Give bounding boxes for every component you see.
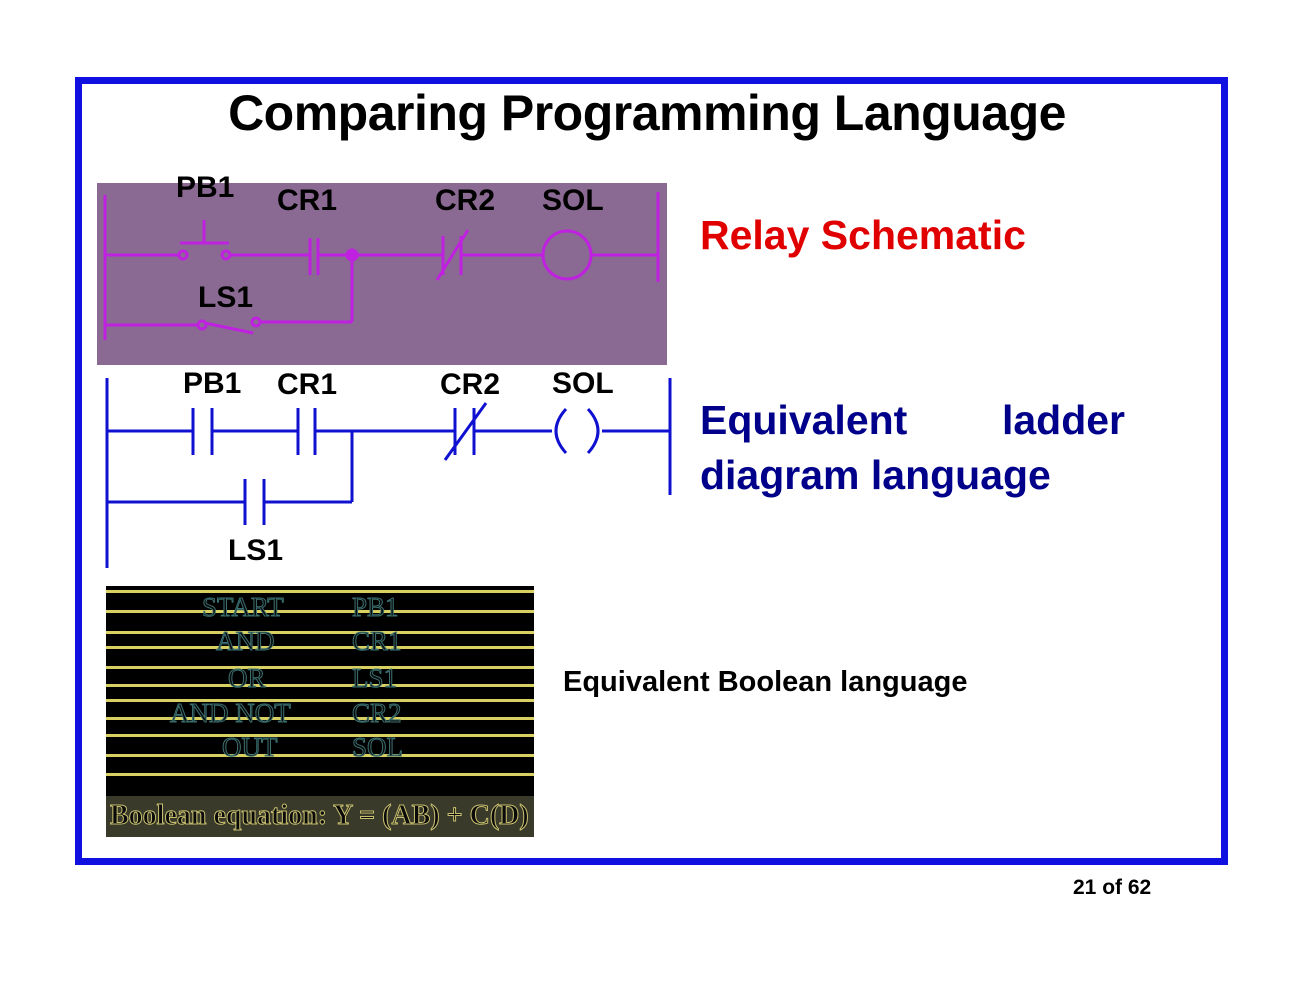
slide-frame xyxy=(75,77,1228,865)
relay-label-ls1: LS1 xyxy=(198,281,254,314)
boolean-arg: CR1 xyxy=(352,626,403,657)
boolean-op: AND NOT xyxy=(170,698,292,729)
ladder-caption-word-equivalent: Equivalent xyxy=(700,397,908,443)
page-number: 21 of 62 xyxy=(1073,876,1152,899)
ladder-caption-word-ladder: ladder xyxy=(1001,397,1125,443)
boolean-equation: Boolean equation: Y = (AB) + C(D) xyxy=(110,800,530,832)
boolean-row: AND NOT CR2 xyxy=(106,698,534,729)
ladder-label-cr1: CR1 xyxy=(277,368,338,401)
ladder-diagram-caption-line1: Equivalent ladder xyxy=(700,397,1125,444)
relay-label-sol: SOL xyxy=(542,184,604,217)
boolean-program-panel: START PB1 AND CR1 OR LS1 AND NOT CR2 OUT… xyxy=(106,586,534,837)
boolean-arg: SOL xyxy=(351,732,404,763)
boolean-equation-bar: Boolean equation: Y = (AB) + C(D) xyxy=(106,796,534,837)
boolean-op: START xyxy=(202,592,285,623)
ladder-label-ls1: LS1 xyxy=(228,534,284,567)
relay-label-cr1: CR1 xyxy=(277,184,338,217)
boolean-row: START PB1 xyxy=(106,592,534,623)
boolean-op: AND xyxy=(216,626,275,657)
ladder-label-sol: SOL xyxy=(552,367,614,400)
ladder-label-cr2: CR2 xyxy=(440,368,501,401)
boolean-arg: CR2 xyxy=(352,698,403,729)
relay-schematic-panel xyxy=(97,183,667,365)
relay-label-pb1: PB1 xyxy=(176,171,235,204)
ladder-label-pb1: PB1 xyxy=(183,367,242,400)
boolean-arg: LS1 xyxy=(351,663,398,694)
boolean-row: AND CR1 xyxy=(106,626,534,657)
relay-label-cr2: CR2 xyxy=(435,184,496,217)
boolean-arg: PB1 xyxy=(352,592,400,623)
boolean-row: OUT SOL xyxy=(106,732,534,763)
ladder-diagram-caption-line2: diagram language xyxy=(700,452,1051,498)
boolean-row: OR LS1 xyxy=(106,663,534,694)
relay-schematic-caption: Relay Schematic xyxy=(700,212,1026,258)
slide-title: Comparing Programming Language xyxy=(228,85,1066,141)
boolean-op: OUT xyxy=(222,732,278,763)
boolean-language-caption: Equivalent Boolean language xyxy=(563,666,968,698)
boolean-op: OR xyxy=(228,663,267,694)
